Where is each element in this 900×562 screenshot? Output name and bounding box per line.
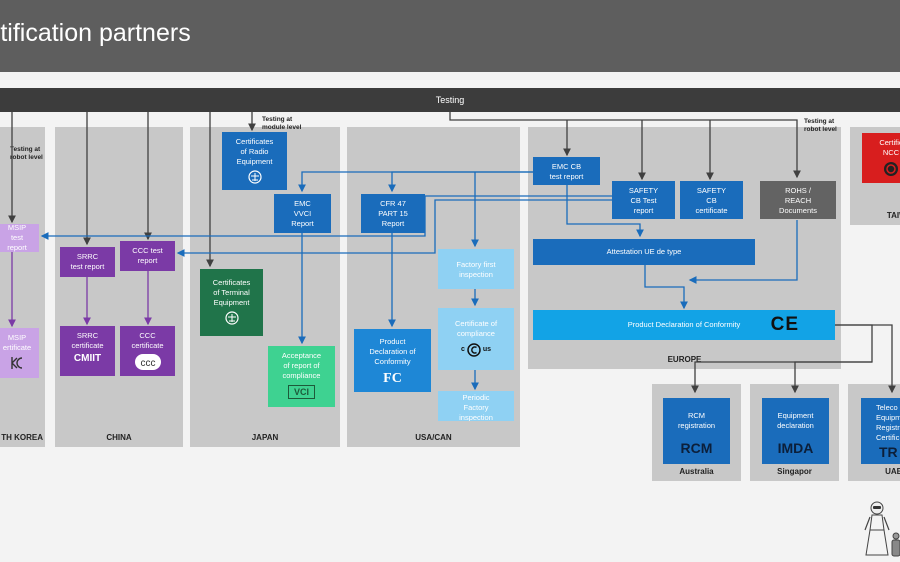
csa-logo-us: us	[482, 346, 492, 353]
slide-header: rtification partners	[0, 0, 900, 72]
box-taiwan-ncc-certificate-label: Certific NCC	[879, 138, 900, 157]
box-attestation-ue-label: Attestation UE de type	[606, 247, 682, 256]
box-emc-cb-test-report-label: EMC CB test report	[549, 162, 584, 181]
box-safety-cb-certificate-label: SAFETY CB certificate	[695, 186, 728, 215]
box-imda-declaration: Equipment declaration IMDA	[762, 398, 829, 464]
box-msip-certificate-label: MSIP ertificate	[2, 333, 32, 352]
uae-tra-logo: TR	[879, 444, 898, 460]
region-label-japan: JAPAN	[251, 433, 279, 442]
box-ce-declaration: Product Declaration of Conformity CE	[533, 310, 835, 340]
cmiit-logo: CMIIT	[73, 353, 102, 364]
region-label-uae: UAE	[885, 467, 900, 476]
box-taiwan-ncc-certificate: Certific NCC	[862, 133, 900, 183]
note-robot-level-left: Testing at robot level	[10, 146, 43, 161]
csa-logo: c us	[461, 343, 491, 357]
box-rcm-registration: RCM registration RCM	[663, 398, 730, 464]
box-imda-declaration-label: Equipment declaration	[777, 411, 814, 430]
box-ccc-test-report: CCC test report	[120, 241, 175, 271]
box-fcc-declaration: Product Declaration of Conformity FC	[354, 329, 431, 392]
rcm-logo: RCM	[680, 440, 713, 456]
box-srrc-certificate-label: SRRC certificate	[71, 331, 104, 350]
ncc-mark-icon	[884, 162, 898, 176]
box-vci-acceptance: Acceptance of report of compliance VCI	[268, 346, 335, 407]
box-uae-telecom-certificate: Teleco Equipm Registra Certific TR	[861, 398, 900, 464]
box-factory-first-inspection: Factory first inspection	[438, 249, 514, 289]
box-periodic-factory-inspection-label: Periodic Factory inspection	[459, 393, 493, 421]
box-factory-first-inspection-label: Factory first inspection	[456, 260, 496, 279]
imda-logo: IMDA	[777, 440, 814, 456]
box-srrc-test-report-label: SRRC test report	[70, 252, 105, 271]
box-rohs-reach-documents-label: ROHS / REACH Documents	[779, 186, 817, 215]
vci-logo: VCI	[287, 385, 315, 399]
slide-title: rtification partners	[0, 19, 191, 47]
box-srrc-test-report: SRRC test report	[60, 247, 115, 277]
region-label-korea: TH KOREA	[1, 433, 43, 442]
box-certificate-of-compliance-label: Certificate of compliance	[454, 319, 498, 338]
box-cfr47-report-label: CFR 47 PART 15 Report	[378, 199, 408, 228]
box-terminal-equipment-certificates-label: Certificates of Terminal Equipment	[212, 278, 251, 307]
box-periodic-factory-inspection: Periodic Factory inspection	[438, 391, 514, 421]
kc-mark-icon	[11, 357, 23, 369]
ccc-mark-icon: ccc	[134, 354, 161, 370]
box-terminal-equipment-certificates: Certificates of Terminal Equipment	[200, 269, 263, 336]
box-uae-telecom-certificate-label: Teleco Equipm Registra Certific	[876, 403, 900, 442]
box-radio-equipment-certificates-label: Certificates of Radio Equipment	[235, 137, 274, 166]
svg-text:ccc: ccc	[140, 358, 155, 369]
box-safety-cb-certificate: SAFETY CB certificate	[680, 181, 743, 219]
box-ce-declaration-label: Product Declaration of Conformity	[627, 320, 741, 329]
box-safety-cb-test-report: SAFETY CB Test report	[612, 181, 675, 219]
region-label-china: CHINA	[106, 433, 132, 442]
robot-illustration	[864, 501, 900, 557]
testing-bar: Testing	[0, 88, 900, 112]
box-safety-cb-test-report-label: SAFETY CB Test report	[628, 186, 659, 215]
box-rohs-reach-documents: ROHS / REACH Documents	[760, 181, 836, 219]
box-ccc-certificate: CCC certificate ccc	[120, 326, 175, 376]
fcc-logo: FC	[383, 371, 402, 386]
note-module-level: Testing at module level	[262, 116, 302, 131]
region-label-taiwan: TAIWA	[886, 211, 900, 220]
box-emc-vvci-report: EMC VVCI Report	[274, 194, 331, 233]
box-radio-equipment-certificates: Certificates of Radio Equipment	[222, 132, 287, 190]
csa-logo-c: c	[460, 346, 465, 353]
box-emc-cb-test-report: EMC CB test report	[533, 157, 600, 185]
box-attestation-ue: Attestation UE de type	[533, 239, 755, 265]
panel-korea: TH KOREA	[0, 127, 45, 447]
box-certificate-of-compliance: Certificate of compliance c us	[438, 308, 514, 370]
region-label-europe: EUROPE	[667, 355, 702, 364]
region-label-australia: Australia	[679, 467, 714, 476]
ce-logo: CE	[770, 314, 799, 335]
box-srrc-certificate: SRRC certificate CMIIT	[60, 326, 115, 376]
box-emc-vvci-report-label: EMC VVCI Report	[291, 199, 314, 228]
box-ccc-test-report-label: CCC test report	[132, 246, 163, 265]
box-vci-acceptance-label: Acceptance of report of compliance	[281, 351, 322, 380]
box-msip-test-report: MSIP test report	[0, 224, 39, 252]
box-msip-test-report-label: MSIP test report	[7, 224, 27, 252]
box-rcm-registration-label: RCM registration	[677, 411, 716, 430]
box-msip-certificate: MSIP ertificate	[0, 328, 39, 378]
region-label-usa: USA/CAN	[415, 433, 452, 442]
note-robot-level-right: Testing at robot level	[804, 118, 837, 133]
terminal-mark-icon	[224, 311, 239, 325]
region-label-singapore: Singapor	[777, 467, 812, 476]
giteki-mark-icon	[247, 170, 262, 184]
box-ccc-certificate-label: CCC certificate	[131, 331, 164, 350]
box-fcc-declaration-label: Product Declaration of Conformity	[369, 337, 416, 366]
panel-china: CHINA	[55, 127, 183, 447]
csa-mark-icon	[467, 343, 481, 357]
box-cfr47-report: CFR 47 PART 15 Report	[361, 194, 425, 233]
